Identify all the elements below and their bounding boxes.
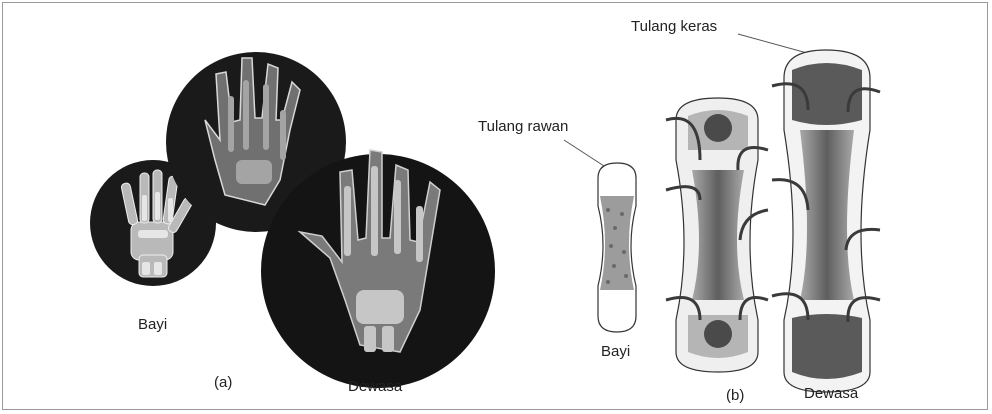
growing-bone-drawing — [666, 98, 768, 372]
caption-b: (b) — [726, 387, 744, 404]
hard-bone-label: Tulang keras — [631, 18, 717, 35]
baby-bone-drawing — [598, 163, 636, 332]
baby-label-b: Bayi — [601, 343, 630, 360]
baby-label-a: Bayi — [138, 316, 167, 333]
adult-label-a: Dewasa — [348, 378, 402, 395]
adult-label-b: Dewasa — [804, 385, 858, 402]
caption-a: (a) — [214, 374, 232, 391]
cartilage-label: Tulang rawan — [478, 118, 568, 135]
adult-bone-drawing — [772, 50, 880, 392]
cartilage-pointer-line — [564, 140, 604, 166]
